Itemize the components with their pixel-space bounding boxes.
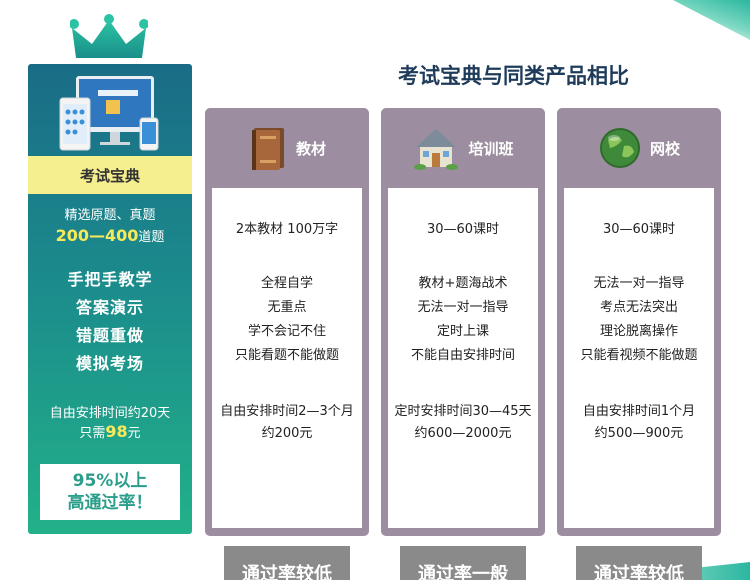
product-badge: 考试宝典 — [28, 156, 192, 194]
pass-rate-label: 高通过率！ — [67, 493, 153, 513]
schedule-text: 自由安排时间约20天 — [49, 406, 171, 421]
card-scope: 2本教材 100万字 — [235, 222, 339, 237]
house-icon — [414, 129, 459, 170]
card-point: 不能自由安排时间 — [410, 348, 515, 363]
pass-rate-button[interactable]: 通过率一般 — [400, 546, 526, 580]
price-value: 98 — [105, 422, 128, 441]
comparison-card-training: 培训班 30—60课时 教材+题海战术 无法一对一指导 定时上课 不能自由安排时… — [381, 108, 545, 580]
card-time: 自由安排时间2—3个月 — [220, 404, 354, 419]
card-cost: 约200元 — [261, 426, 313, 441]
card-header: 培训班 — [381, 108, 545, 188]
question-range: 200—400道题 — [28, 226, 192, 245]
card-body: 30—60课时 教材+题海战术 无法一对一指导 定时上课 不能自由安排时间 定时… — [388, 188, 538, 580]
question-range-value: 200—400 — [55, 226, 139, 245]
card-point: 全程自学 — [260, 276, 313, 291]
price-suffix: 元 — [127, 426, 141, 441]
crown-icon — [70, 14, 148, 58]
feature-item: 模拟考场 — [75, 354, 144, 373]
question-range-suffix: 道题 — [138, 230, 165, 245]
book-icon — [251, 128, 284, 170]
card-scope: 30—60课时 — [602, 222, 676, 237]
card-point: 理论脱离操作 — [599, 324, 678, 339]
card-time: 定时安排时间30—45天 — [394, 404, 532, 419]
card-point: 教材+题海战术 — [418, 276, 508, 291]
feature-item: 手把手教学 — [67, 270, 153, 289]
card-title: 网校 — [649, 139, 680, 158]
question-source: 精选原题、真题 — [64, 208, 156, 223]
page-title: 考试宝典与同类产品相比 — [398, 64, 629, 88]
card-time: 自由安排时间1个月 — [582, 404, 696, 419]
feature-item: 错题重做 — [75, 326, 144, 345]
card-body: 30—60课时 无法一对一指导 考点无法突出 理论脱离操作 只能看视频不能做题 … — [564, 188, 714, 580]
corner-decoration-top — [673, 0, 750, 40]
price-line: 只需98元 — [28, 422, 192, 441]
card-point: 只能看视频不能做题 — [580, 348, 698, 363]
pass-rate-button[interactable]: 通过率较低 — [576, 546, 702, 580]
pass-rate-button[interactable]: 通过率较低 — [224, 546, 350, 580]
card-cost: 约600—2000元 — [414, 426, 512, 441]
pass-rate-percent: 95%以上 — [72, 471, 148, 491]
card-header: 网校 — [557, 108, 721, 188]
globe-icon — [599, 128, 640, 168]
card-point: 无重点 — [267, 300, 307, 315]
card-cost: 约500—900元 — [594, 426, 684, 441]
card-point: 无法一对一指导 — [593, 276, 685, 291]
card-point: 考点无法突出 — [599, 300, 678, 315]
card-point: 定时上课 — [436, 324, 489, 339]
card-header: 教材 — [205, 108, 369, 188]
devices-icon — [59, 76, 159, 151]
card-title: 培训班 — [468, 139, 514, 158]
card-point: 无法一对一指导 — [417, 300, 509, 315]
card-body: 2本教材 100万字 全程自学 无重点 学不会记不住 只能看题不能做题 自由安排… — [212, 188, 362, 580]
comparison-card-textbook: 教材 2本教材 100万字 全程自学 无重点 学不会记不住 只能看题不能做题 自… — [205, 108, 369, 580]
price-prefix: 只需 — [79, 426, 106, 441]
pass-rate-box: 95%以上 高通过率！ — [40, 464, 180, 520]
feature-item: 答案演示 — [75, 298, 144, 317]
card-title: 教材 — [295, 139, 326, 158]
card-scope: 30—60课时 — [426, 222, 500, 237]
card-point: 学不会记不住 — [247, 324, 326, 339]
product-panel: 考试宝典 精选原题、真题 200—400道题 手把手教学 答案演示 错题重做 模… — [28, 64, 192, 534]
comparison-card-online: 网校 30—60课时 无法一对一指导 考点无法突出 理论脱离操作 只能看视频不能… — [557, 108, 721, 580]
card-point: 只能看题不能做题 — [234, 348, 339, 363]
